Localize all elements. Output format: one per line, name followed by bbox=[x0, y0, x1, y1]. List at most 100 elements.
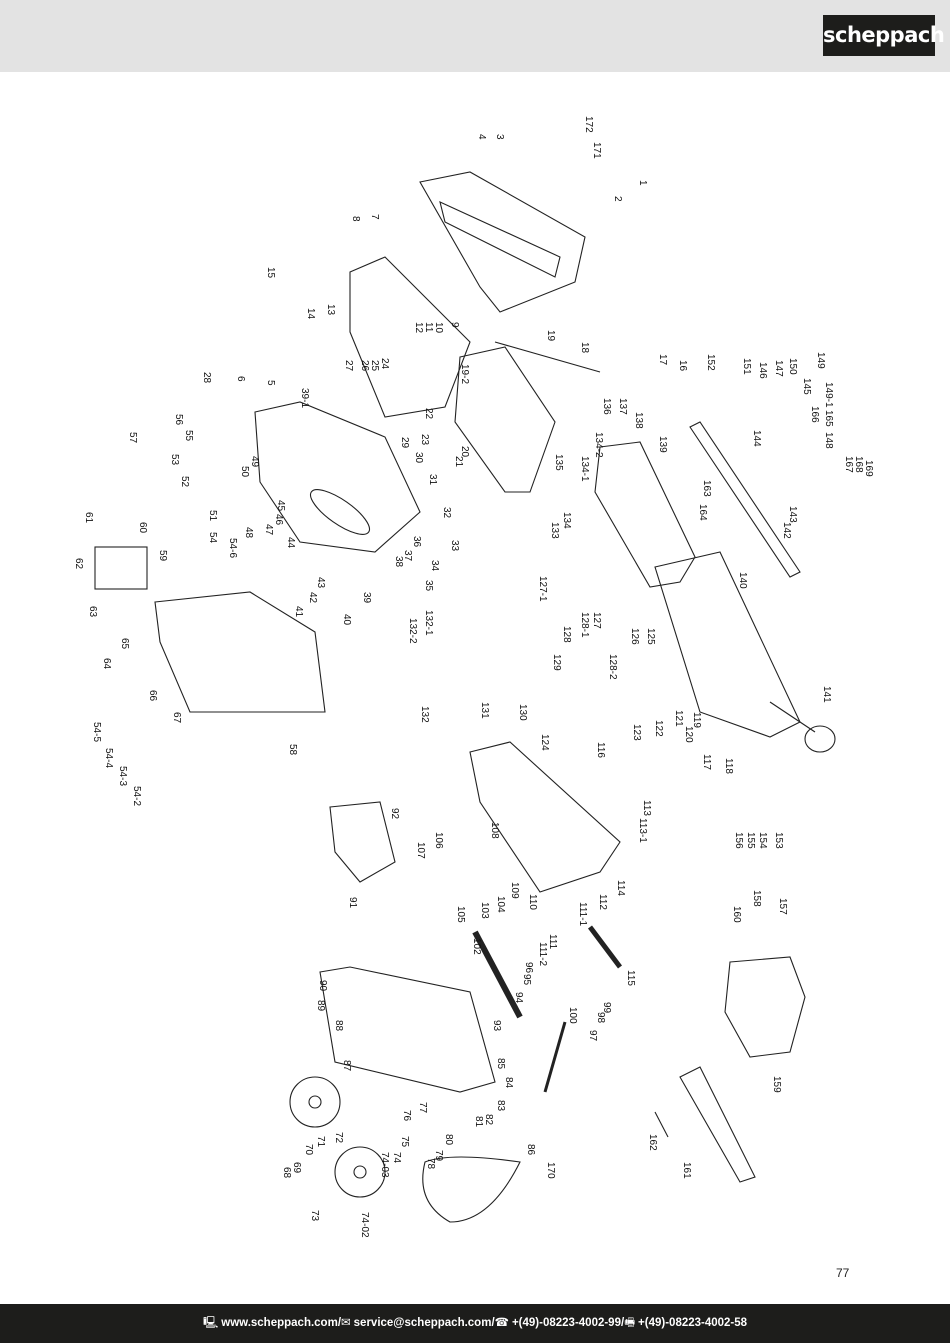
part-label: 54-5 bbox=[91, 722, 102, 742]
part-label: 5 bbox=[265, 380, 276, 386]
part-label: 34 bbox=[429, 560, 440, 572]
part-label: 48 bbox=[243, 527, 254, 539]
part-label: 36 bbox=[411, 536, 422, 548]
part-label: 93 bbox=[491, 1020, 502, 1032]
part-label: 20 bbox=[459, 446, 470, 458]
part-label: 2 bbox=[612, 196, 623, 202]
part-label: 15 bbox=[265, 267, 276, 279]
part-label: 63 bbox=[87, 606, 98, 618]
part-label: 26 bbox=[359, 360, 370, 372]
part-label: 21 bbox=[453, 456, 464, 468]
part-label: 54-2 bbox=[131, 786, 142, 806]
part-label: 151 bbox=[741, 358, 752, 375]
part-label: 140 bbox=[737, 572, 748, 589]
part-label: 134 bbox=[561, 512, 572, 529]
part-label: 123 bbox=[631, 724, 642, 741]
part-label: 159 bbox=[771, 1076, 782, 1093]
part-label: 163 bbox=[701, 480, 712, 497]
part-label: 10 bbox=[433, 322, 444, 334]
part-label: 73 bbox=[309, 1210, 320, 1222]
part-label: 120 bbox=[683, 726, 694, 743]
part-label: 128 bbox=[561, 626, 572, 643]
part-label: 145 bbox=[801, 378, 812, 395]
part-label: 146 bbox=[757, 362, 768, 379]
part-label: 98 bbox=[595, 1012, 606, 1024]
part-label: 64 bbox=[101, 658, 112, 670]
part-label: 28 bbox=[201, 372, 212, 384]
part-label: 43 bbox=[315, 577, 326, 589]
part-label: 128-2 bbox=[607, 654, 618, 680]
part-label: 85 bbox=[495, 1058, 506, 1070]
part-label: 80 bbox=[443, 1134, 454, 1146]
part-label: 129 bbox=[551, 654, 562, 671]
part-label: 77 bbox=[417, 1102, 428, 1114]
part-label: 89 bbox=[315, 1000, 326, 1012]
part-label: 76 bbox=[401, 1110, 412, 1122]
part-label: 27 bbox=[343, 360, 354, 372]
part-label: 79 bbox=[433, 1150, 444, 1162]
part-label: 31 bbox=[427, 474, 438, 486]
part-label: 94 bbox=[513, 992, 524, 1004]
part-label: 171 bbox=[591, 142, 602, 159]
part-label: 3 bbox=[494, 134, 505, 140]
part-label: 172 bbox=[583, 116, 594, 133]
computer-icon: 🖳 bbox=[202, 1317, 219, 1329]
part-label: 24 bbox=[379, 358, 390, 370]
part-label: 107 bbox=[415, 842, 426, 859]
part-label: 154 bbox=[757, 832, 768, 849]
website-link[interactable]: www.scheppach.com bbox=[221, 1317, 338, 1329]
part-label: 60 bbox=[137, 522, 148, 534]
part-label: 54 bbox=[207, 532, 218, 544]
push-stick bbox=[679, 1066, 756, 1183]
part-label: 108 bbox=[489, 822, 500, 839]
part-label: 139 bbox=[657, 436, 668, 453]
switch-box bbox=[94, 546, 148, 590]
fax-icon: 🖷 bbox=[624, 1317, 636, 1329]
part-label: 87 bbox=[341, 1060, 352, 1072]
part-label: 148 bbox=[823, 432, 834, 449]
part-label: 103 bbox=[479, 902, 490, 919]
pulley-wheel-upper bbox=[289, 1076, 341, 1128]
part-label: 164 bbox=[697, 504, 708, 521]
part-label: 111-2 bbox=[537, 942, 548, 967]
part-label: 50 bbox=[239, 466, 250, 478]
email-link[interactable]: service@scheppach.com bbox=[353, 1317, 492, 1329]
part-label: 39-1 bbox=[299, 388, 310, 408]
part-label: 105 bbox=[455, 906, 466, 923]
part-label: 165 bbox=[823, 410, 834, 427]
part-label: 17 bbox=[657, 354, 668, 366]
footer-separator: / bbox=[620, 1317, 625, 1329]
part-label: 99 bbox=[601, 1002, 612, 1014]
part-label: 104 bbox=[495, 896, 506, 913]
part-label: 134-2 bbox=[593, 432, 604, 458]
part-label: 134-1 bbox=[579, 456, 590, 482]
part-label: 153 bbox=[773, 832, 784, 849]
part-label: 117 bbox=[701, 754, 712, 770]
part-label: 97 bbox=[587, 1030, 598, 1042]
part-label: 168 bbox=[853, 456, 864, 473]
part-label: 102 bbox=[471, 938, 482, 955]
phone-icon: ☎ bbox=[494, 1317, 509, 1329]
part-label: 62 bbox=[73, 558, 84, 570]
part-label: 116 bbox=[595, 742, 606, 758]
part-label: 132-1 bbox=[423, 610, 434, 636]
part-label: 150 bbox=[787, 358, 798, 375]
part-label: 25 bbox=[369, 360, 380, 372]
hand-wheel bbox=[804, 725, 836, 753]
part-label: 125 bbox=[645, 628, 656, 645]
part-label: 22 bbox=[423, 408, 434, 420]
part-label: 119 bbox=[691, 712, 702, 728]
part-label: 91 bbox=[347, 897, 358, 909]
part-label: 113-1 bbox=[637, 818, 648, 843]
part-label: 86 bbox=[525, 1144, 536, 1156]
part-label: 13 bbox=[325, 304, 336, 316]
part-label: 81 bbox=[473, 1116, 484, 1128]
part-label: 88 bbox=[333, 1020, 344, 1032]
part-label: 16 bbox=[677, 360, 688, 372]
part-label: 135 bbox=[553, 454, 564, 471]
part-label: 11 bbox=[423, 322, 434, 333]
dust-hood bbox=[724, 956, 806, 1058]
part-label: 160 bbox=[731, 906, 742, 923]
part-label: 111 bbox=[547, 934, 558, 950]
